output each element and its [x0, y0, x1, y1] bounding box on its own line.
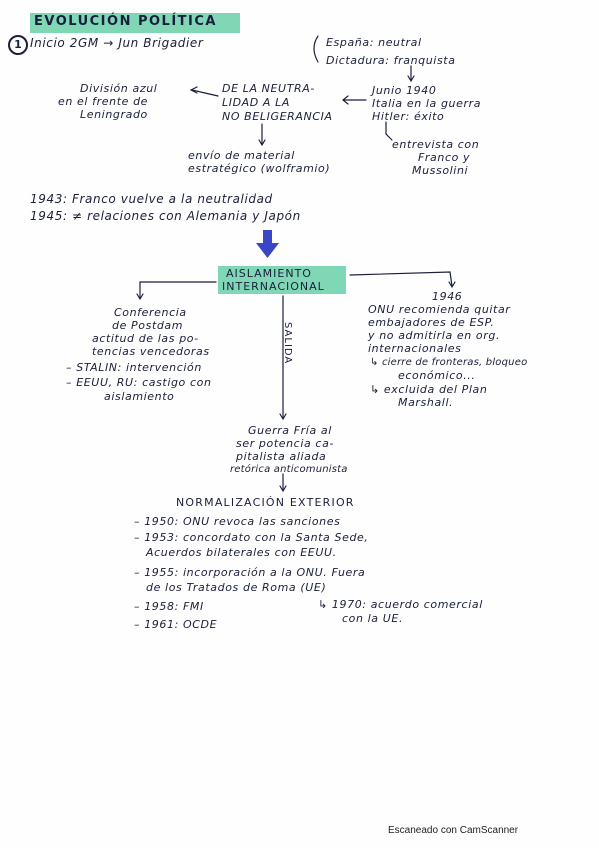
item-1970-line-1: ↳ 1970: acuerdo comercial	[318, 598, 483, 611]
neutralidad-line-2: LIDAD A LA	[222, 96, 291, 109]
guerra-fria-line-4: retórica anticomunista	[230, 464, 348, 475]
division-line-2: en el frente de	[58, 95, 149, 108]
brace-icon	[313, 35, 319, 63]
camscanner-footer: Escaneado con CamScanner	[388, 825, 519, 836]
item-1955-line-1: – 1955: incorporación a la ONU. Fuera	[134, 566, 366, 579]
neutralidad-line-1: DE LA NEUTRA-	[222, 82, 315, 95]
onu-line-8: Marshall.	[398, 396, 454, 409]
eeuu-ru-line-2: aislamiento	[104, 390, 175, 403]
page-title: EVOLUCIÓN POLÍTICA	[34, 14, 217, 29]
aislamiento-highlight	[218, 266, 346, 294]
italia-guerra: Italia en la guerra	[372, 97, 482, 110]
normalizacion-heading: NORMALIZACIÓN EXTERIOR	[176, 496, 355, 509]
onu-line-2: embajadores de ESP.	[368, 316, 495, 329]
conferencia-line-2: de Postdam	[112, 319, 184, 332]
year-1946: 1946	[432, 290, 463, 303]
entrevista-line-3: Mussolini	[412, 164, 469, 177]
guerra-fria-line-1: Guerra Fría al	[248, 424, 332, 437]
section-number: 1	[8, 35, 28, 55]
item-1953-line-2: Acuerdos bilaterales con EEUU.	[146, 546, 337, 559]
aislamiento-line-2: INTERNACIONAL	[222, 280, 325, 293]
big-down-arrow-icon	[256, 230, 279, 258]
item-1950: – 1950: ONU revoca las sanciones	[134, 515, 341, 528]
entrevista-line-2: Franco y	[418, 151, 471, 164]
arrow-1946	[349, 271, 453, 287]
guerra-fria-line-3: pitalista aliada	[236, 450, 327, 463]
line-1943: 1943: Franco vuelve a la neutralidad	[30, 192, 273, 206]
onu-line-4: internacionales	[368, 342, 462, 355]
onu-line-1: ONU recomienda quitar	[368, 303, 511, 316]
hitler-exito: Hitler: éxito	[372, 110, 445, 123]
conferencia-line-1: Conferencia	[114, 306, 187, 319]
entrevista-line-1: entrevista con	[392, 138, 480, 151]
guerra-fria-line-2: ser potencia ca-	[236, 437, 334, 450]
onu-line-3: y no admitirla en org.	[368, 329, 501, 342]
division-line-1: División azul	[80, 82, 158, 95]
dictadura-franquista: Dictadura: franquista	[326, 54, 456, 67]
neutralidad-line-3: NO BELIGERANCIA	[222, 110, 333, 123]
junio-1940: Junio 1940	[372, 84, 437, 97]
conferencia-line-4: tencias vencedoras	[92, 345, 210, 358]
item-1953-line-1: – 1953: concordato con la Santa Sede,	[134, 531, 369, 544]
inicio-line: Inicio 2GM → Jun Brigadier	[30, 36, 204, 50]
envio-line-2: estratégico (wolframio)	[188, 162, 331, 175]
onu-line-7: ↳ excluida del Plan	[370, 383, 488, 396]
line-1945: 1945: ≠ relaciones con Alemania y Japón	[30, 209, 301, 223]
item-1961: – 1961: OCDE	[134, 618, 218, 631]
item-1958: – 1958: FMI	[134, 600, 204, 613]
item-1970-line-2: con la UE.	[342, 612, 404, 625]
division-line-3: Leningrado	[80, 108, 148, 121]
arrow-left-division	[191, 89, 219, 97]
onu-line-6: económico...	[398, 369, 476, 382]
stalin-line: – STALIN: intervención	[66, 361, 202, 374]
title-highlight	[30, 13, 240, 33]
eeuu-ru-line-1: – EEUU, RU: castigo con	[66, 376, 212, 389]
conferencia-line-3: actitud de las po-	[92, 332, 199, 345]
onu-line-5: ↳ cierre de fronteras, bloqueo	[370, 357, 528, 368]
arrow-down-entrevista	[385, 121, 393, 141]
espana-neutral: España: neutral	[326, 36, 422, 49]
envio-line-1: envío de material	[188, 149, 295, 162]
aislamiento-line-1: AISLAMIENTO	[226, 267, 312, 280]
arrow-conferencia	[139, 281, 217, 299]
item-1955-line-2: de los Tratados de Roma (UE)	[146, 581, 327, 594]
